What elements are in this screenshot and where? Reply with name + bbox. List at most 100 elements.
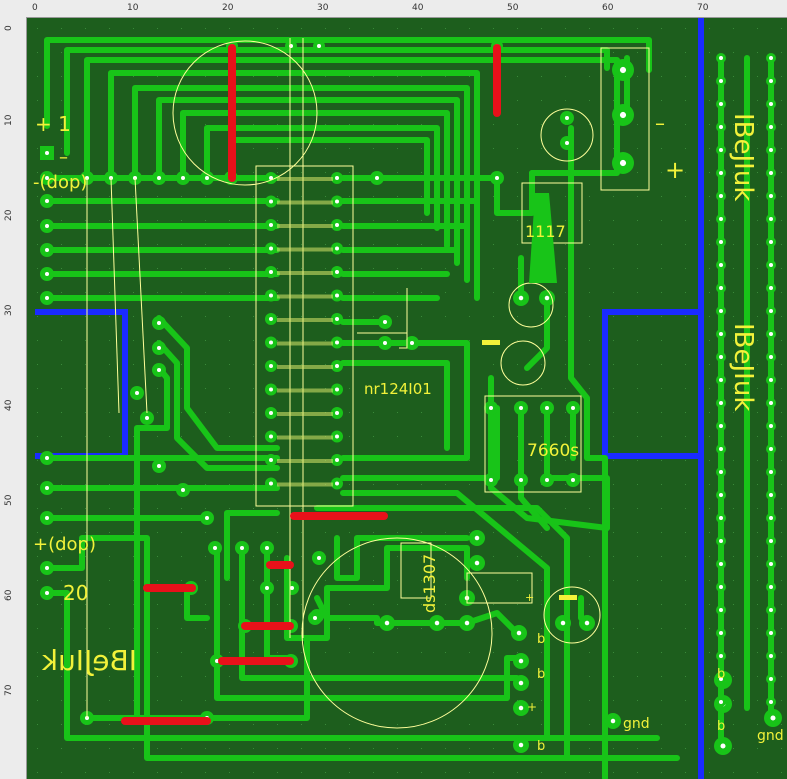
ruler-y-tick: 30 (4, 304, 14, 316)
pad-hole (269, 223, 273, 227)
label-vitalik-right-2: IBeJIuk (728, 323, 758, 411)
pad-hole (518, 705, 524, 711)
pad-hole (719, 677, 723, 681)
pad-hole (719, 171, 723, 175)
label-b-3: b (537, 739, 545, 754)
pad-hole (719, 378, 723, 382)
pad-hole (269, 270, 273, 274)
silkscreen-outlines (86, 38, 650, 729)
pad-hole (335, 293, 339, 298)
pad-hole (769, 677, 773, 681)
pad-hole (769, 217, 773, 221)
ruler-y-tick: 0 (4, 25, 14, 31)
pad-hole (769, 447, 773, 451)
pad-hole (157, 321, 161, 325)
label-dop-minus: -(dop) (33, 172, 87, 193)
pad-hole (474, 535, 480, 541)
pad-hole (489, 478, 493, 482)
pad-hole (769, 263, 773, 267)
ic-pin-label (277, 294, 333, 299)
pad-hole (45, 296, 49, 300)
pad-hole (290, 586, 294, 590)
silkscreen-text: + 1 – -(dop) +(dop) 20 1117 7660s nr124I… (33, 111, 784, 754)
pad-hole (769, 493, 773, 497)
pad-hole (719, 401, 723, 405)
pad-hole (565, 141, 569, 145)
pad-hole (769, 240, 773, 244)
pad-hole (335, 340, 339, 345)
label-plus-one: + 1 (35, 112, 71, 136)
pad-hole (181, 176, 185, 180)
pad-hole (565, 116, 569, 120)
label-gnd-2: gnd (757, 728, 784, 744)
ruler-y-tick: 40 (4, 399, 14, 411)
ic-pin-label (277, 271, 333, 275)
ruler-x-tick: 40 (412, 3, 424, 13)
pad-hole (719, 539, 723, 543)
ic-pin-label (277, 435, 333, 440)
pad-hole (205, 176, 209, 180)
pad-hole (335, 434, 339, 439)
ruler-x-tick: 10 (127, 3, 139, 13)
pad-hole (516, 630, 522, 636)
pad-hole (769, 401, 773, 405)
pad-hole (719, 148, 723, 152)
pad-hole (335, 387, 339, 392)
pad-hole (434, 620, 440, 626)
pad-hole (335, 364, 339, 368)
ic-pin-label (277, 224, 333, 228)
board-background (27, 18, 787, 779)
pad-hole (335, 199, 339, 204)
pad-hole (769, 102, 773, 106)
ruler-y-tick: 10 (4, 114, 14, 126)
pad-hole (769, 539, 773, 543)
pad-hole (769, 631, 773, 635)
pad-hole (269, 340, 273, 345)
pad-hole (265, 586, 269, 590)
ic-pin-label (277, 482, 333, 487)
pad-hole (719, 631, 723, 635)
jumper-tab (482, 340, 500, 345)
label-minus-one: – (59, 147, 68, 168)
pad-hole (719, 309, 723, 313)
pad-hole (571, 478, 575, 482)
ruler-x-tick: 0 (32, 3, 38, 13)
pad-hole (269, 317, 273, 321)
pad-hole (269, 387, 273, 392)
ic-pin-label (277, 365, 333, 369)
pad-hole (719, 700, 723, 704)
pad-hole (335, 223, 339, 227)
pad-hole (769, 378, 773, 382)
pad-hole (519, 406, 523, 410)
pad-hole (313, 616, 317, 620)
label-b-5: b (717, 719, 725, 734)
label-pwr-plus: + (665, 156, 685, 184)
label-pwr-minus: – (655, 111, 665, 135)
ruler-y-tick: 70 (4, 684, 14, 696)
pad-hole (335, 481, 339, 486)
pad-hole (518, 658, 524, 664)
ruler-x-tick: 50 (507, 3, 519, 13)
pad-hole (769, 355, 773, 359)
pad-hole (719, 332, 723, 336)
pad-hole (770, 715, 776, 721)
label-chip-nr: nr124I01 (364, 380, 432, 398)
ruler-y-tick: 50 (4, 494, 14, 506)
pad-hole (769, 148, 773, 152)
pad-hole (518, 680, 524, 686)
pad-hole (518, 742, 524, 748)
pad-hole (619, 66, 627, 74)
pad-hole (317, 556, 321, 560)
pad-hole (769, 332, 773, 336)
pad-hole (269, 434, 273, 439)
pad-hole (240, 546, 244, 550)
pcb-board[interactable]: + 1 – -(dop) +(dop) 20 1117 7660s nr124I… (27, 18, 787, 779)
ic-pin-label (277, 200, 333, 205)
pad-hole (335, 317, 339, 321)
pad-hole (213, 546, 217, 550)
pad-hole (719, 608, 723, 612)
pad-hole (205, 516, 209, 520)
pad-hole (769, 56, 773, 60)
jumper-tab (559, 595, 577, 600)
